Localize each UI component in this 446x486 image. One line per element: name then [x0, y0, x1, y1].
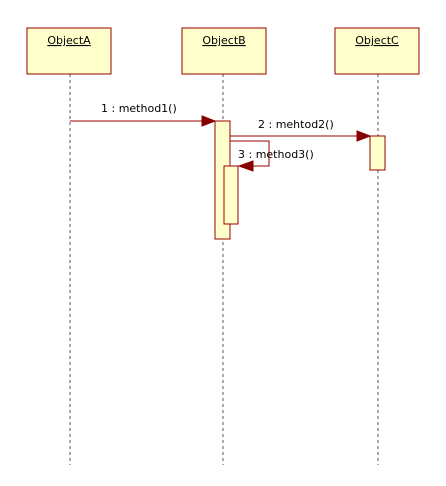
- activation-object-b-nested: [223, 165, 239, 225]
- message-3-label: 3 : method3(): [238, 148, 314, 161]
- arrow-head-icon: [237, 160, 254, 172]
- message-3-line: [230, 140, 270, 167]
- arrow-head-icon: [201, 115, 217, 127]
- object-a[interactable]: ObjectA: [26, 27, 112, 75]
- message-1-label: 1 : method1(): [101, 102, 177, 115]
- object-b[interactable]: ObjectB: [181, 27, 267, 75]
- object-a-label: ObjectA: [47, 34, 91, 47]
- activation-object-c: [369, 135, 386, 171]
- object-c[interactable]: ObjectC: [334, 27, 420, 75]
- message-2-label: 2 : mehtod2(): [258, 118, 334, 131]
- object-b-box: [181, 27, 267, 75]
- object-b-label: ObjectB: [202, 34, 245, 47]
- message-2[interactable]: 2 : mehtod2(): [230, 118, 372, 142]
- object-a-box: [26, 27, 112, 75]
- message-1[interactable]: 1 : method1(): [70, 102, 217, 127]
- object-c-box: [334, 27, 420, 75]
- arrow-head-icon: [356, 130, 372, 142]
- message-3[interactable]: 3 : method3(): [230, 140, 314, 172]
- object-c-label: ObjectC: [355, 34, 399, 47]
